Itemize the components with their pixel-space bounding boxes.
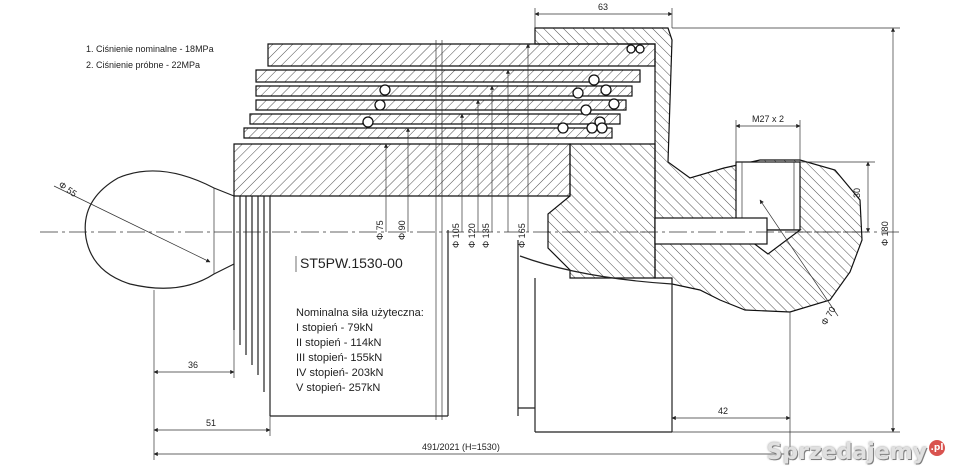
- dim-d180: Φ 180: [880, 221, 890, 246]
- force-row-1: I stopień - 79kN: [296, 322, 373, 334]
- dim-d70: Φ 70: [819, 305, 838, 327]
- force-row-2: II stopień - 114kN: [296, 337, 381, 349]
- force-row-5: V stopień- 257kN: [296, 382, 380, 394]
- watermark-logo: Sprzedajemy.pl: [766, 440, 945, 465]
- dim-d135: Φ 135: [481, 223, 491, 248]
- force-table-title: Nominalna siła użyteczna:: [296, 307, 424, 319]
- dim-d120: Φ 120: [467, 223, 477, 248]
- dim-d75: Φ 75: [375, 220, 385, 240]
- seal-rings: [362, 44, 645, 134]
- ball-end: [84, 170, 235, 289]
- dim-total-length: 491/2021 (H=1530): [422, 442, 500, 452]
- dim-d105: Φ 105: [451, 223, 461, 248]
- watermark-text: Sprzedajemy: [766, 440, 928, 465]
- note-nominal-pressure: 1. Ciśnienie nominalne - 18MPa: [86, 44, 214, 54]
- dim-thread: M27 x 2: [752, 114, 784, 124]
- stage-walls: [233, 196, 673, 433]
- oil-channel: [654, 217, 768, 245]
- dim-63: 63: [598, 2, 608, 12]
- dim-d55: Φ 55: [57, 179, 79, 198]
- dimension-lines: [53, 8, 900, 460]
- dim-30: 30: [852, 188, 862, 198]
- dim-36: 36: [188, 360, 198, 370]
- note-test-pressure: 2. Ciśnienie próbne - 22MPa: [86, 60, 200, 70]
- force-row-3: III stopień- 155kN: [296, 352, 382, 364]
- force-row-4: IV stopień- 203kN: [296, 367, 383, 379]
- dim-d90: Φ 90: [397, 220, 407, 240]
- watermark-suffix: .pl: [929, 440, 945, 456]
- dim-51: 51: [206, 418, 216, 428]
- part-number: ST5PW.1530-00: [300, 255, 403, 271]
- dim-d165: Φ 165: [517, 223, 527, 248]
- dim-42: 42: [718, 406, 728, 416]
